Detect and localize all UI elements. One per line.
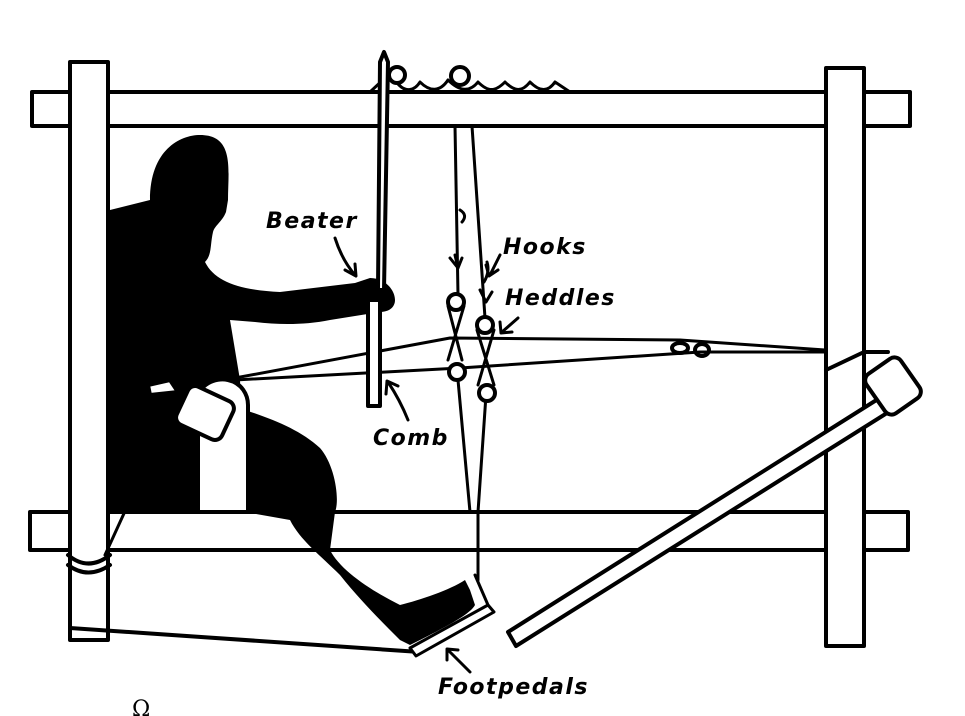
- weaver-legs: [245, 410, 475, 645]
- beater-rod: [376, 50, 390, 292]
- label-beater: Beater: [266, 209, 358, 234]
- left-post: [68, 60, 110, 642]
- comb: [366, 298, 382, 408]
- heddles-arrow: [498, 316, 520, 335]
- treadle-weight: [863, 355, 923, 417]
- label-comb: Comb: [373, 426, 449, 451]
- heddle-cord-1: [453, 124, 472, 514]
- pulley-left: [387, 65, 407, 85]
- label-heddles: Heddles: [505, 286, 616, 311]
- top-beam: [30, 90, 912, 128]
- right-post: [824, 66, 866, 648]
- warp-loop-2: [693, 342, 711, 358]
- right-post-brace: [824, 350, 890, 372]
- comb-arrow: [384, 379, 410, 422]
- heddle-eye-2b: [477, 383, 497, 403]
- warp-loop-1: [670, 341, 690, 355]
- pedal-cord: [473, 573, 490, 607]
- heddle-twist-1: [446, 304, 466, 362]
- heddle-eye-1b: [447, 362, 467, 382]
- label-footpedals: Footpedals: [438, 675, 589, 700]
- pulley-right: [449, 65, 471, 87]
- bench-block: [174, 384, 236, 442]
- warp-upper: [233, 336, 827, 380]
- beater-arrow: [333, 236, 358, 278]
- left-post-band: [66, 553, 112, 575]
- weaver-silhouette: [110, 135, 395, 490]
- hook-1: [448, 208, 467, 270]
- heddle-cord-2: [470, 124, 488, 582]
- heddle-eye-2a: [475, 315, 495, 335]
- label-hooks: Hooks: [503, 235, 587, 260]
- page-mark: Ω: [132, 697, 150, 716]
- bench-knob: [146, 378, 180, 397]
- heddle-twist-2: [475, 328, 496, 387]
- foot-pedal: [408, 603, 496, 658]
- seat-cord: [103, 393, 180, 557]
- heddle-eye-1a: [446, 292, 466, 312]
- hooks-arrow: [484, 253, 502, 278]
- warp-lower: [233, 350, 827, 382]
- top-pulley-cord: [368, 76, 572, 94]
- bottom-beam: [28, 510, 910, 552]
- bottom-cord: [68, 626, 422, 654]
- footpedals-arrow: [445, 647, 472, 674]
